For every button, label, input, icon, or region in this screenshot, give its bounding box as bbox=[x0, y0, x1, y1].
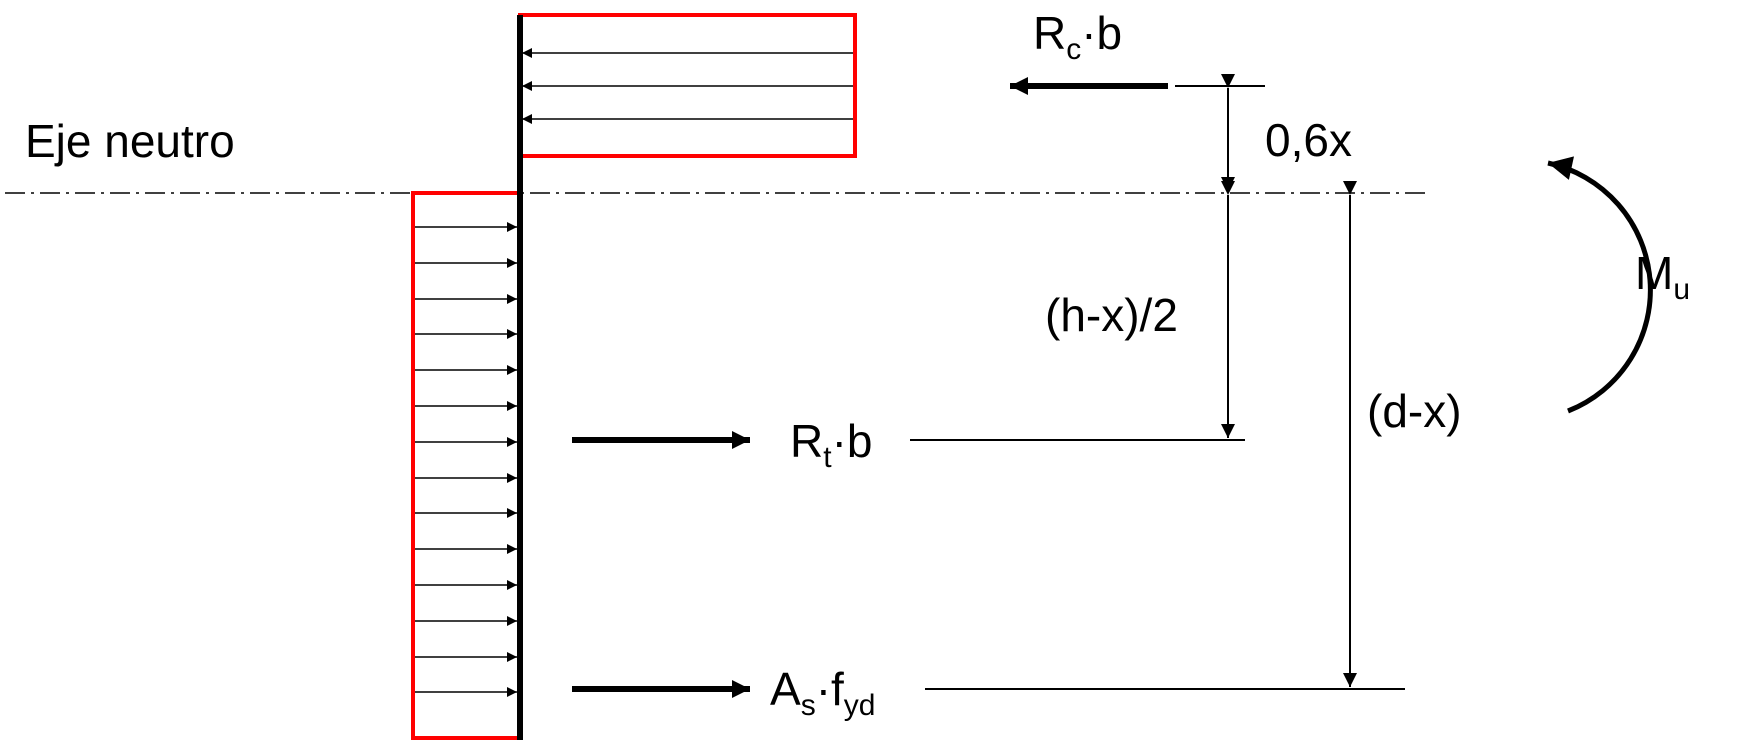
dim-dx-label: (d-x) bbox=[1367, 385, 1462, 437]
neutral-axis-label: Eje neutro bbox=[25, 115, 235, 167]
tension-arrows bbox=[415, 222, 517, 697]
rt-label: Rt·b bbox=[790, 415, 873, 474]
dim-hx2-label: (h-x)/2 bbox=[1045, 289, 1178, 341]
as-fyd-label: As·fyd bbox=[770, 663, 876, 722]
moment-label: Mu bbox=[1635, 247, 1691, 306]
dim-06x-label: 0,6x bbox=[1265, 114, 1352, 166]
compression-arrows bbox=[522, 48, 853, 124]
rc-label: Rc·b bbox=[1033, 7, 1123, 66]
moment-arc bbox=[1547, 156, 1653, 414]
